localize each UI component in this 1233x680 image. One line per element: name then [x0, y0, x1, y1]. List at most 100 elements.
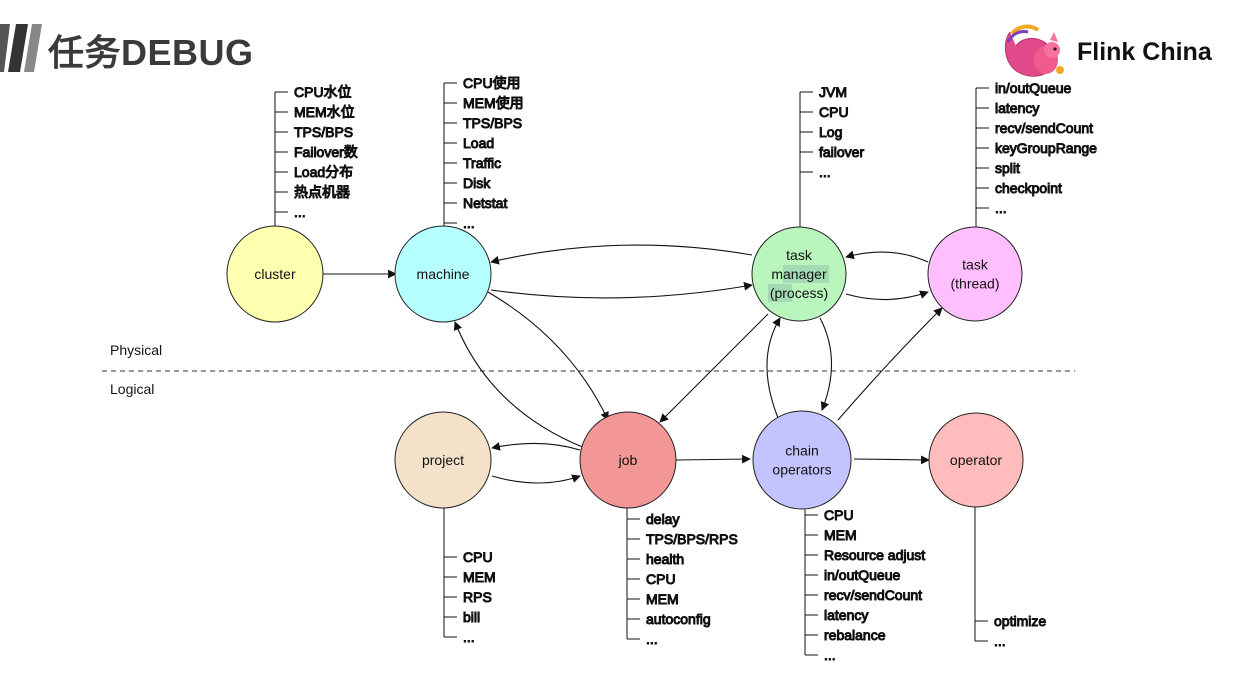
edge-machine-taskmanager	[490, 282, 753, 299]
metric-item: Disk	[463, 175, 491, 191]
node-operator-label: operator	[950, 452, 1002, 468]
node-project-label: project	[422, 452, 464, 468]
metric-item: ...	[463, 215, 475, 231]
metric-item: RPS	[463, 589, 492, 605]
metric-item: TPS/BPS	[294, 124, 353, 140]
metric-item: Resource adjust	[824, 547, 925, 563]
node-project-circle	[394, 411, 492, 509]
metric-item: ...	[994, 633, 1006, 649]
metric-item: checkpoint	[995, 180, 1062, 196]
page-title: 任务DEBUG	[48, 32, 254, 73]
edge-chain-taskmanager	[766, 317, 781, 419]
metric-item: Failover数	[294, 144, 358, 160]
flink-squirrel-logo	[1004, 24, 1064, 77]
region-label-physical: Physical	[110, 342, 163, 358]
edge-chain-operator	[853, 455, 930, 465]
node-task-label: task	[962, 257, 989, 273]
metric-item: Load分布	[294, 164, 353, 180]
metric-item: CPU	[463, 549, 493, 565]
metric-item: ...	[819, 164, 831, 180]
metric-item: rebalance	[824, 627, 886, 643]
metric-item: autoconfig	[646, 611, 711, 627]
metric-item: TPS/BPS	[463, 115, 522, 131]
node-taskmanager-label: task	[786, 247, 813, 263]
metric-item: ...	[463, 629, 475, 645]
edge-taskmanager-task	[845, 290, 929, 301]
edge-chain-task	[837, 307, 943, 421]
metric-item: 热点机器	[294, 184, 350, 200]
metric-item: ...	[294, 204, 306, 220]
metrics-tree-project: CPU MEM RPS bill...	[443, 508, 496, 646]
metric-item: CPU	[819, 104, 849, 120]
node-cluster-label: cluster	[254, 266, 296, 282]
metric-item: MEM水位	[294, 104, 355, 120]
metric-item: in/outQueue	[824, 567, 900, 583]
node-project: project	[394, 411, 492, 509]
node-job-label: job	[618, 452, 638, 468]
metric-item: ...	[995, 200, 1007, 216]
region-label-logical: Logical	[110, 381, 155, 397]
metric-item: CPU使用	[463, 75, 521, 91]
metric-item: ...	[824, 647, 836, 663]
text-highlight-mark	[768, 284, 792, 302]
metric-item: health	[646, 551, 684, 567]
metric-item: recv/sendCount	[824, 587, 922, 603]
metric-item: Log	[819, 124, 842, 140]
edge-project-job	[491, 474, 581, 484]
metric-item: MEM	[824, 527, 857, 543]
header-accent-bars	[0, 24, 42, 72]
node-cluster-circle	[226, 225, 324, 323]
node-chain: chain operators	[752, 410, 852, 510]
edge-machine-job	[487, 291, 609, 421]
metric-item: recv/sendCount	[995, 120, 1093, 136]
metric-item: CPU水位	[294, 84, 352, 100]
edge-taskmanager-chain	[819, 317, 833, 411]
node-task-circle	[927, 226, 1023, 322]
node-machine: machine	[394, 225, 492, 323]
metric-item: TPS/BPS/RPS	[646, 531, 738, 547]
metric-item: Traffic	[463, 155, 501, 171]
edge-taskmanager-job	[659, 313, 769, 423]
node-chain-label: chain	[785, 443, 818, 459]
edge-job-machine	[453, 321, 586, 449]
node-cluster: cluster	[226, 225, 324, 323]
metric-item: optimize	[994, 613, 1046, 629]
metric-item: keyGroupRange	[995, 140, 1097, 156]
node-chain-label: operators	[772, 462, 831, 478]
metric-item: latency	[824, 607, 868, 623]
metrics-tree-operator: optimize...	[974, 507, 1047, 650]
text-highlight-mark	[783, 265, 829, 283]
metric-item: Load	[463, 135, 494, 151]
node-task: task (thread)	[927, 226, 1023, 322]
metrics-tree-chain: CPU MEM Resource adjust in/outQueue recv/sen…	[804, 507, 926, 664]
node-chain-circle	[752, 410, 852, 510]
metrics-tree-task: in/outQueuelatencyrecv/sendCountkeyGroup…	[975, 80, 1098, 227]
metric-item: delay	[646, 511, 679, 527]
metric-item: MEM	[646, 591, 679, 607]
edge-job-chain	[675, 454, 751, 464]
node-operator-circle	[928, 412, 1024, 508]
edge-job-project	[491, 442, 581, 451]
node-job: job	[579, 411, 677, 509]
node-taskmanager-label: (process)	[770, 285, 828, 301]
node-machine-label: machine	[417, 266, 470, 282]
node-task-label: (thread)	[950, 276, 999, 292]
node-taskmanager: task manager (process)	[751, 226, 847, 322]
metrics-tree-machine: CPU使用 MEM使用 TPS/BPS LoadTrafficDiskNetstat.…	[443, 75, 524, 232]
metric-item: bill	[463, 609, 480, 625]
metric-item: latency	[995, 100, 1039, 116]
metric-item: MEM使用	[463, 95, 524, 111]
brand-name: Flink China	[1077, 38, 1212, 66]
node-operator: operator	[928, 412, 1024, 508]
metric-item: CPU	[646, 571, 676, 587]
metric-item: MEM	[463, 569, 496, 585]
metric-item: Netstat	[463, 195, 507, 211]
node-job-circle	[579, 411, 677, 509]
metrics-tree-taskmanager: JVMCPULogfailover...	[799, 84, 865, 227]
metric-item: ...	[646, 631, 658, 647]
metric-item: CPU	[824, 507, 854, 523]
node-taskmanager-label: manager	[771, 266, 827, 282]
metric-item: split	[995, 160, 1020, 176]
